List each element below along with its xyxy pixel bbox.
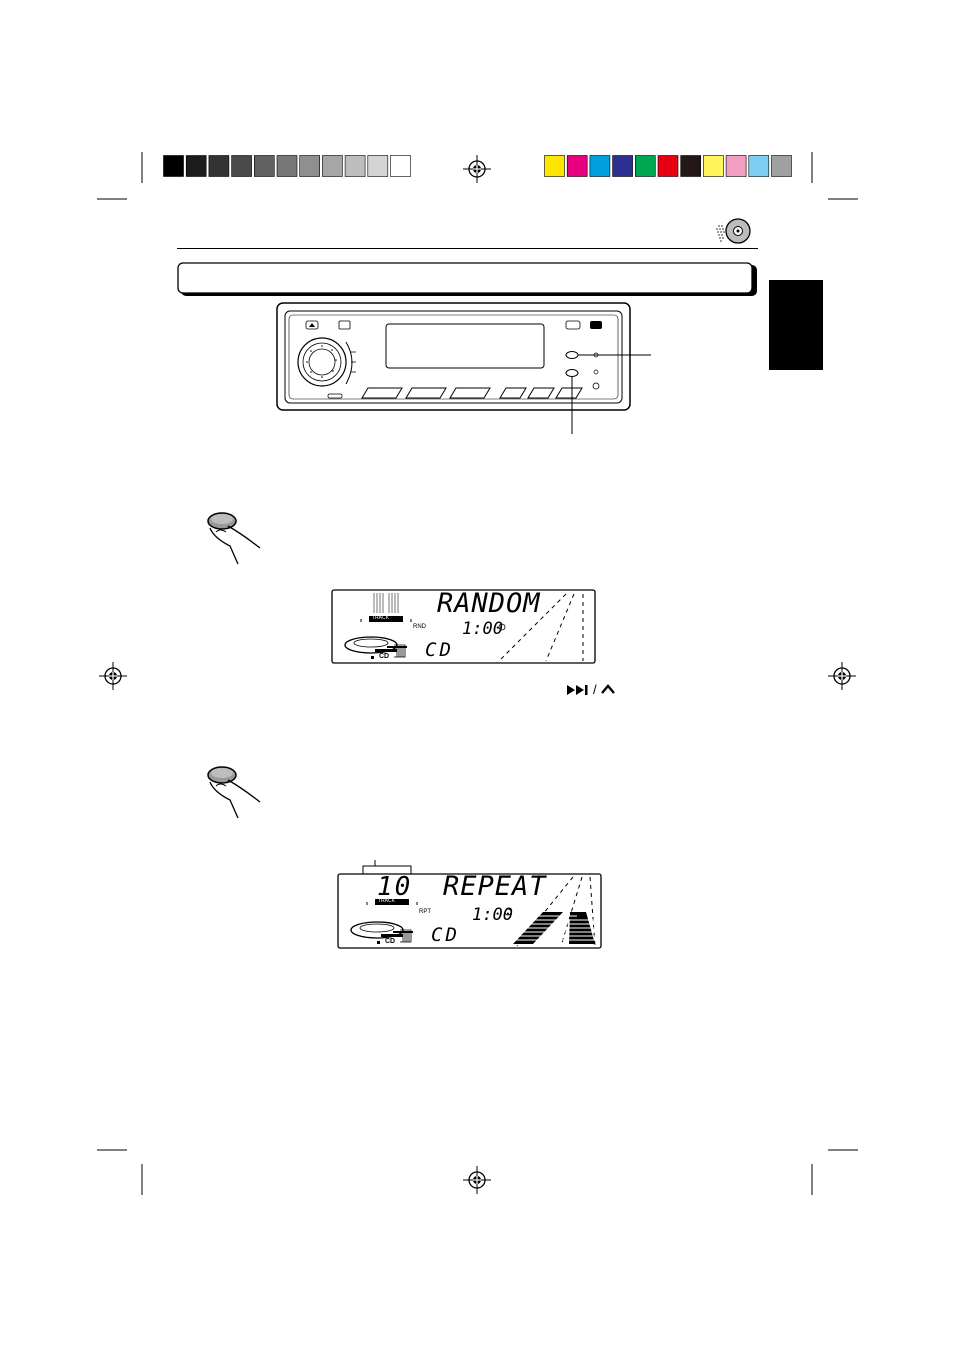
grayscale-swatch [276,155,298,177]
color-swatch [703,155,724,177]
grayscale-swatch [163,155,184,177]
lcd-track-label: TRACK [372,615,389,621]
lcd-mode-indicator: RPT [419,909,431,915]
registration-mark-icon [463,155,491,183]
lcd-display-repeat: 10 REPEAT TRACK RPT 1:00 CD CD [337,858,603,950]
title-banner [177,262,759,298]
grayscale-swatch [299,155,320,177]
grayscale-swatch [367,155,389,177]
grayscale-swatch [185,155,207,177]
finger-press-icon [202,508,264,568]
grayscale-swatch [322,155,343,177]
color-swatch [771,155,792,177]
grayscale-swatch [390,155,411,177]
lcd-time: 1:00 [462,619,503,639]
grayscale-swatch [344,155,366,177]
color-bar [544,155,794,177]
lcd-display-random: RANDOM TRACK RND 1:00 CD CD [331,589,597,665]
lcd-source: CD [431,924,460,946]
color-swatch [612,155,633,177]
color-swatch [566,155,588,177]
lcd-main-text: REPEAT [443,871,547,902]
lcd-disc-label: CD [379,653,390,660]
registration-mark-icon [828,662,856,690]
color-swatch [657,155,679,177]
color-swatch [544,155,565,177]
finger-press-icon [202,762,264,822]
color-swatch [635,155,656,177]
next-track-icon [566,683,592,697]
grayscale-bar [163,155,413,177]
slash-separator: / [593,682,597,697]
car-stereo-illustration [276,302,666,438]
registration-mark-icon [99,662,127,690]
lcd-main-text: RANDOM [437,588,541,619]
lcd-time: 1:00 [472,905,513,925]
grayscale-swatch [231,155,252,177]
language-side-tab [769,280,823,370]
registration-mark-icon [463,1166,491,1194]
grayscale-swatch [208,155,230,177]
lcd-track-label: TRACK [378,898,395,904]
header-rule [177,248,758,249]
grayscale-swatch [254,155,275,177]
color-swatch [589,155,611,177]
lcd-source: CD [425,639,454,661]
lcd-disc-label: CD [385,938,396,945]
color-swatch [680,155,701,177]
cd-disc-icon [712,214,752,250]
lcd-mode-indicator: RND [413,624,426,630]
up-chevron-icon [600,683,616,695]
lcd-track-number: 10 [377,872,413,902]
color-swatch [748,155,770,177]
color-swatch [725,155,747,177]
